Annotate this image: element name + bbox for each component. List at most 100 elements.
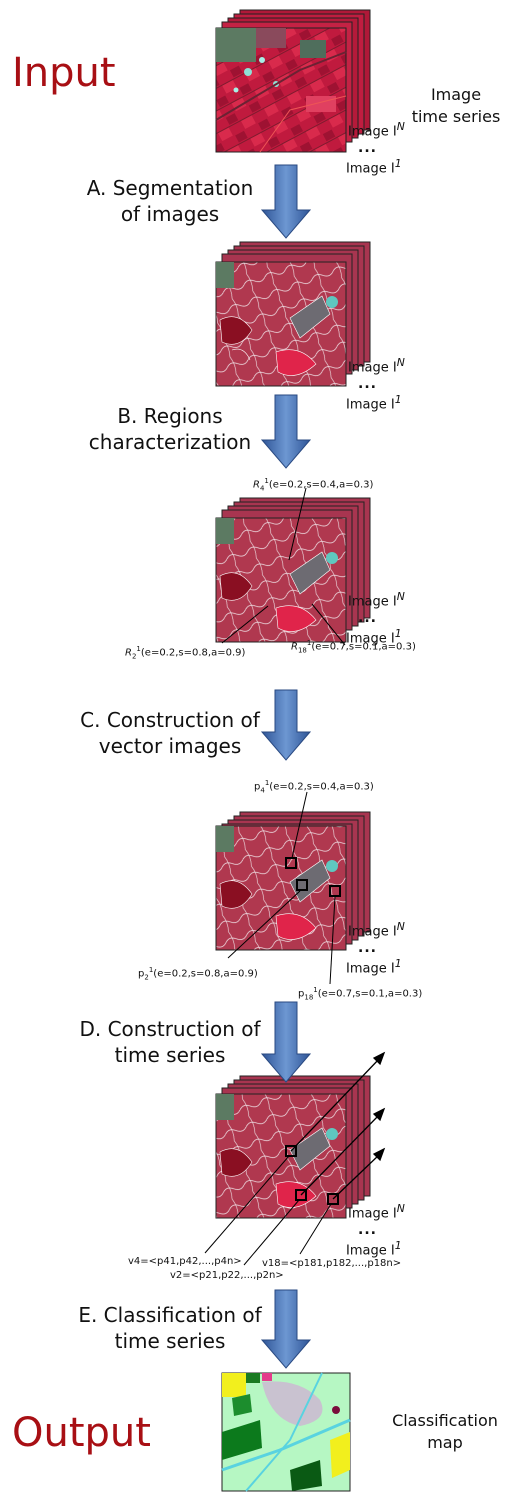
annotation-v18: v18=<p181,p182,...,p18n> bbox=[262, 1258, 402, 1269]
stack3-dots: ... bbox=[358, 610, 377, 627]
segmented-image bbox=[215, 261, 347, 387]
stack2-bottom-base: Image I bbox=[346, 397, 395, 413]
stack4-dots: ... bbox=[358, 940, 377, 957]
annotation-p4: p41(e=0.2,s=0.4,a=0.3) bbox=[254, 776, 374, 797]
stack5-bottom-label: Image I1 bbox=[346, 1237, 405, 1260]
step-b-line1: B. Regions bbox=[117, 404, 223, 428]
vector-leader-lines bbox=[227, 791, 336, 985]
image-stack-vectors bbox=[215, 811, 371, 951]
stack2-bottom-label: Image I1 bbox=[346, 391, 405, 414]
output-description: Classification map bbox=[380, 1410, 510, 1454]
pixel-marker-p18 bbox=[329, 885, 341, 897]
stack3-top-sup: N bbox=[396, 590, 405, 603]
annotation-v4: v4=<p41,p42,...,p4n> bbox=[128, 1256, 242, 1267]
step-d-caption: D. Construction of time series bbox=[30, 1016, 310, 1068]
r18-sup: 1 bbox=[306, 639, 312, 647]
step-c-line1: C. Construction of bbox=[80, 708, 260, 732]
region-image bbox=[215, 517, 347, 643]
time-series-arrows bbox=[290, 1051, 386, 1200]
r4-sup: 1 bbox=[264, 477, 269, 485]
r2-sup: 1 bbox=[136, 645, 141, 653]
p4-name: p bbox=[254, 781, 261, 793]
r2-sub: 2 bbox=[131, 652, 137, 661]
p18-attrs: (e=0.7,s=0.1,a=0.3) bbox=[317, 988, 423, 1000]
step-a-line1: A. Segmentation bbox=[86, 176, 254, 200]
r2-attrs: (e=0.2,s=0.8,a=0.9) bbox=[140, 647, 246, 659]
stack1-top-sup: N bbox=[396, 120, 405, 133]
stack4-top-sup: N bbox=[396, 920, 405, 933]
pixel-marker-p2 bbox=[296, 879, 308, 891]
annotation-r2: R21(e=0.2,s=0.8,a=0.9) bbox=[125, 642, 245, 663]
image-stack-timeseries bbox=[215, 1051, 386, 1219]
arrow-step-d bbox=[260, 1001, 312, 1083]
stack2-bottom-sup: 1 bbox=[394, 393, 402, 407]
step-b-line2: characterization bbox=[88, 430, 252, 454]
output-label: Output bbox=[12, 1410, 151, 1456]
p18-sup: 1 bbox=[313, 986, 318, 994]
stack3-top-label: Image IN bbox=[348, 588, 405, 611]
stack1-top-base: Image I bbox=[348, 124, 397, 140]
stack3-bottom-sup: 1 bbox=[394, 627, 402, 641]
timeseries-image bbox=[215, 1093, 347, 1219]
step-e-caption: E. Classification of time series bbox=[30, 1302, 310, 1354]
stack4-top-base: Image I bbox=[348, 924, 397, 940]
stack2-dots: ... bbox=[358, 376, 377, 393]
region-leader-lines bbox=[221, 487, 346, 646]
stack1-bottom-label: Image I1 bbox=[346, 155, 405, 178]
stack2-labels: Image I N ... Image I1 bbox=[346, 354, 405, 415]
p18-name: p bbox=[298, 988, 305, 1000]
p2-name: p bbox=[138, 968, 145, 980]
step-e-line1: E. Classification of bbox=[78, 1303, 262, 1327]
arrow-step-a bbox=[260, 164, 312, 239]
r18-attrs: (e=0.7,s=0.1,a=0.3) bbox=[311, 641, 416, 653]
stack3-bottom-label: Image I1 bbox=[346, 625, 405, 648]
stack4-top-label: Image IN bbox=[348, 918, 405, 941]
annotation-r18: R181(e=0.7,s=0.1,a=0.3) bbox=[291, 636, 416, 657]
output-description-line2: map bbox=[427, 1433, 463, 1452]
p2-sub: 2 bbox=[144, 973, 149, 982]
r2-name: R bbox=[125, 647, 132, 659]
input-description-line2: time series bbox=[411, 107, 501, 126]
stack2-top-sup: N bbox=[396, 356, 405, 369]
p2-sup: 1 bbox=[148, 966, 154, 974]
stack3-bottom-base: Image I bbox=[346, 631, 395, 647]
step-d-line1: D. Construction of bbox=[79, 1017, 261, 1041]
p4-sub: 4 bbox=[260, 786, 265, 795]
stack4-bottom-sup: 1 bbox=[394, 957, 402, 971]
stack5-top-sup: N bbox=[396, 1202, 405, 1215]
arrow-step-e bbox=[260, 1289, 312, 1369]
stack5-labels: Image IN ... Image I1 bbox=[346, 1200, 405, 1261]
arrow-step-b bbox=[260, 394, 312, 469]
stack5-top-base: Image I bbox=[348, 1206, 397, 1222]
step-e-line2: time series bbox=[114, 1329, 226, 1353]
annotation-p18: p181(e=0.7,s=0.1,a=0.3) bbox=[298, 983, 422, 1004]
r4-sub: 4 bbox=[259, 484, 265, 493]
stack5-bottom-sup: 1 bbox=[394, 1239, 402, 1253]
stack4-bottom-base: Image I bbox=[346, 961, 395, 977]
image-stack-regions bbox=[215, 497, 371, 643]
p18-sub: 18 bbox=[304, 993, 314, 1002]
step-c-caption: C. Construction of vector images bbox=[30, 707, 310, 759]
pixel-marker-p4 bbox=[285, 857, 297, 869]
satellite-image bbox=[215, 27, 347, 153]
step-a-line2: of images bbox=[120, 202, 220, 226]
p2-attrs: (e=0.2,s=0.8,a=0.9) bbox=[153, 968, 258, 980]
series-marker-v2 bbox=[295, 1189, 307, 1201]
input-label: Input bbox=[12, 50, 116, 96]
series-marker-v18 bbox=[327, 1193, 339, 1205]
annotation-v2: v2=<p21,p22,...,p2n> bbox=[170, 1270, 284, 1281]
annotation-r4: R41(e=0.2,s=0.4,a=0.3) bbox=[253, 474, 373, 495]
stack5-dots: ... bbox=[358, 1222, 377, 1239]
stack5-top-label: Image IN bbox=[348, 1200, 405, 1223]
p4-sup: 1 bbox=[264, 779, 270, 787]
r18-sub: 18 bbox=[297, 646, 307, 655]
r4-name: R bbox=[253, 479, 260, 491]
stack1-bottom-sup: 1 bbox=[394, 157, 402, 171]
p4-attrs: (e=0.2,s=0.4,a=0.3) bbox=[269, 781, 374, 793]
annotation-p2: p21(e=0.2,s=0.8,a=0.9) bbox=[138, 963, 258, 984]
stack1-top-label: Image IN bbox=[348, 118, 405, 141]
step-d-line2: time series bbox=[114, 1043, 226, 1067]
stack3-labels: Image IN ... Image I1 bbox=[346, 588, 405, 649]
step-c-line2: vector images bbox=[98, 734, 242, 758]
